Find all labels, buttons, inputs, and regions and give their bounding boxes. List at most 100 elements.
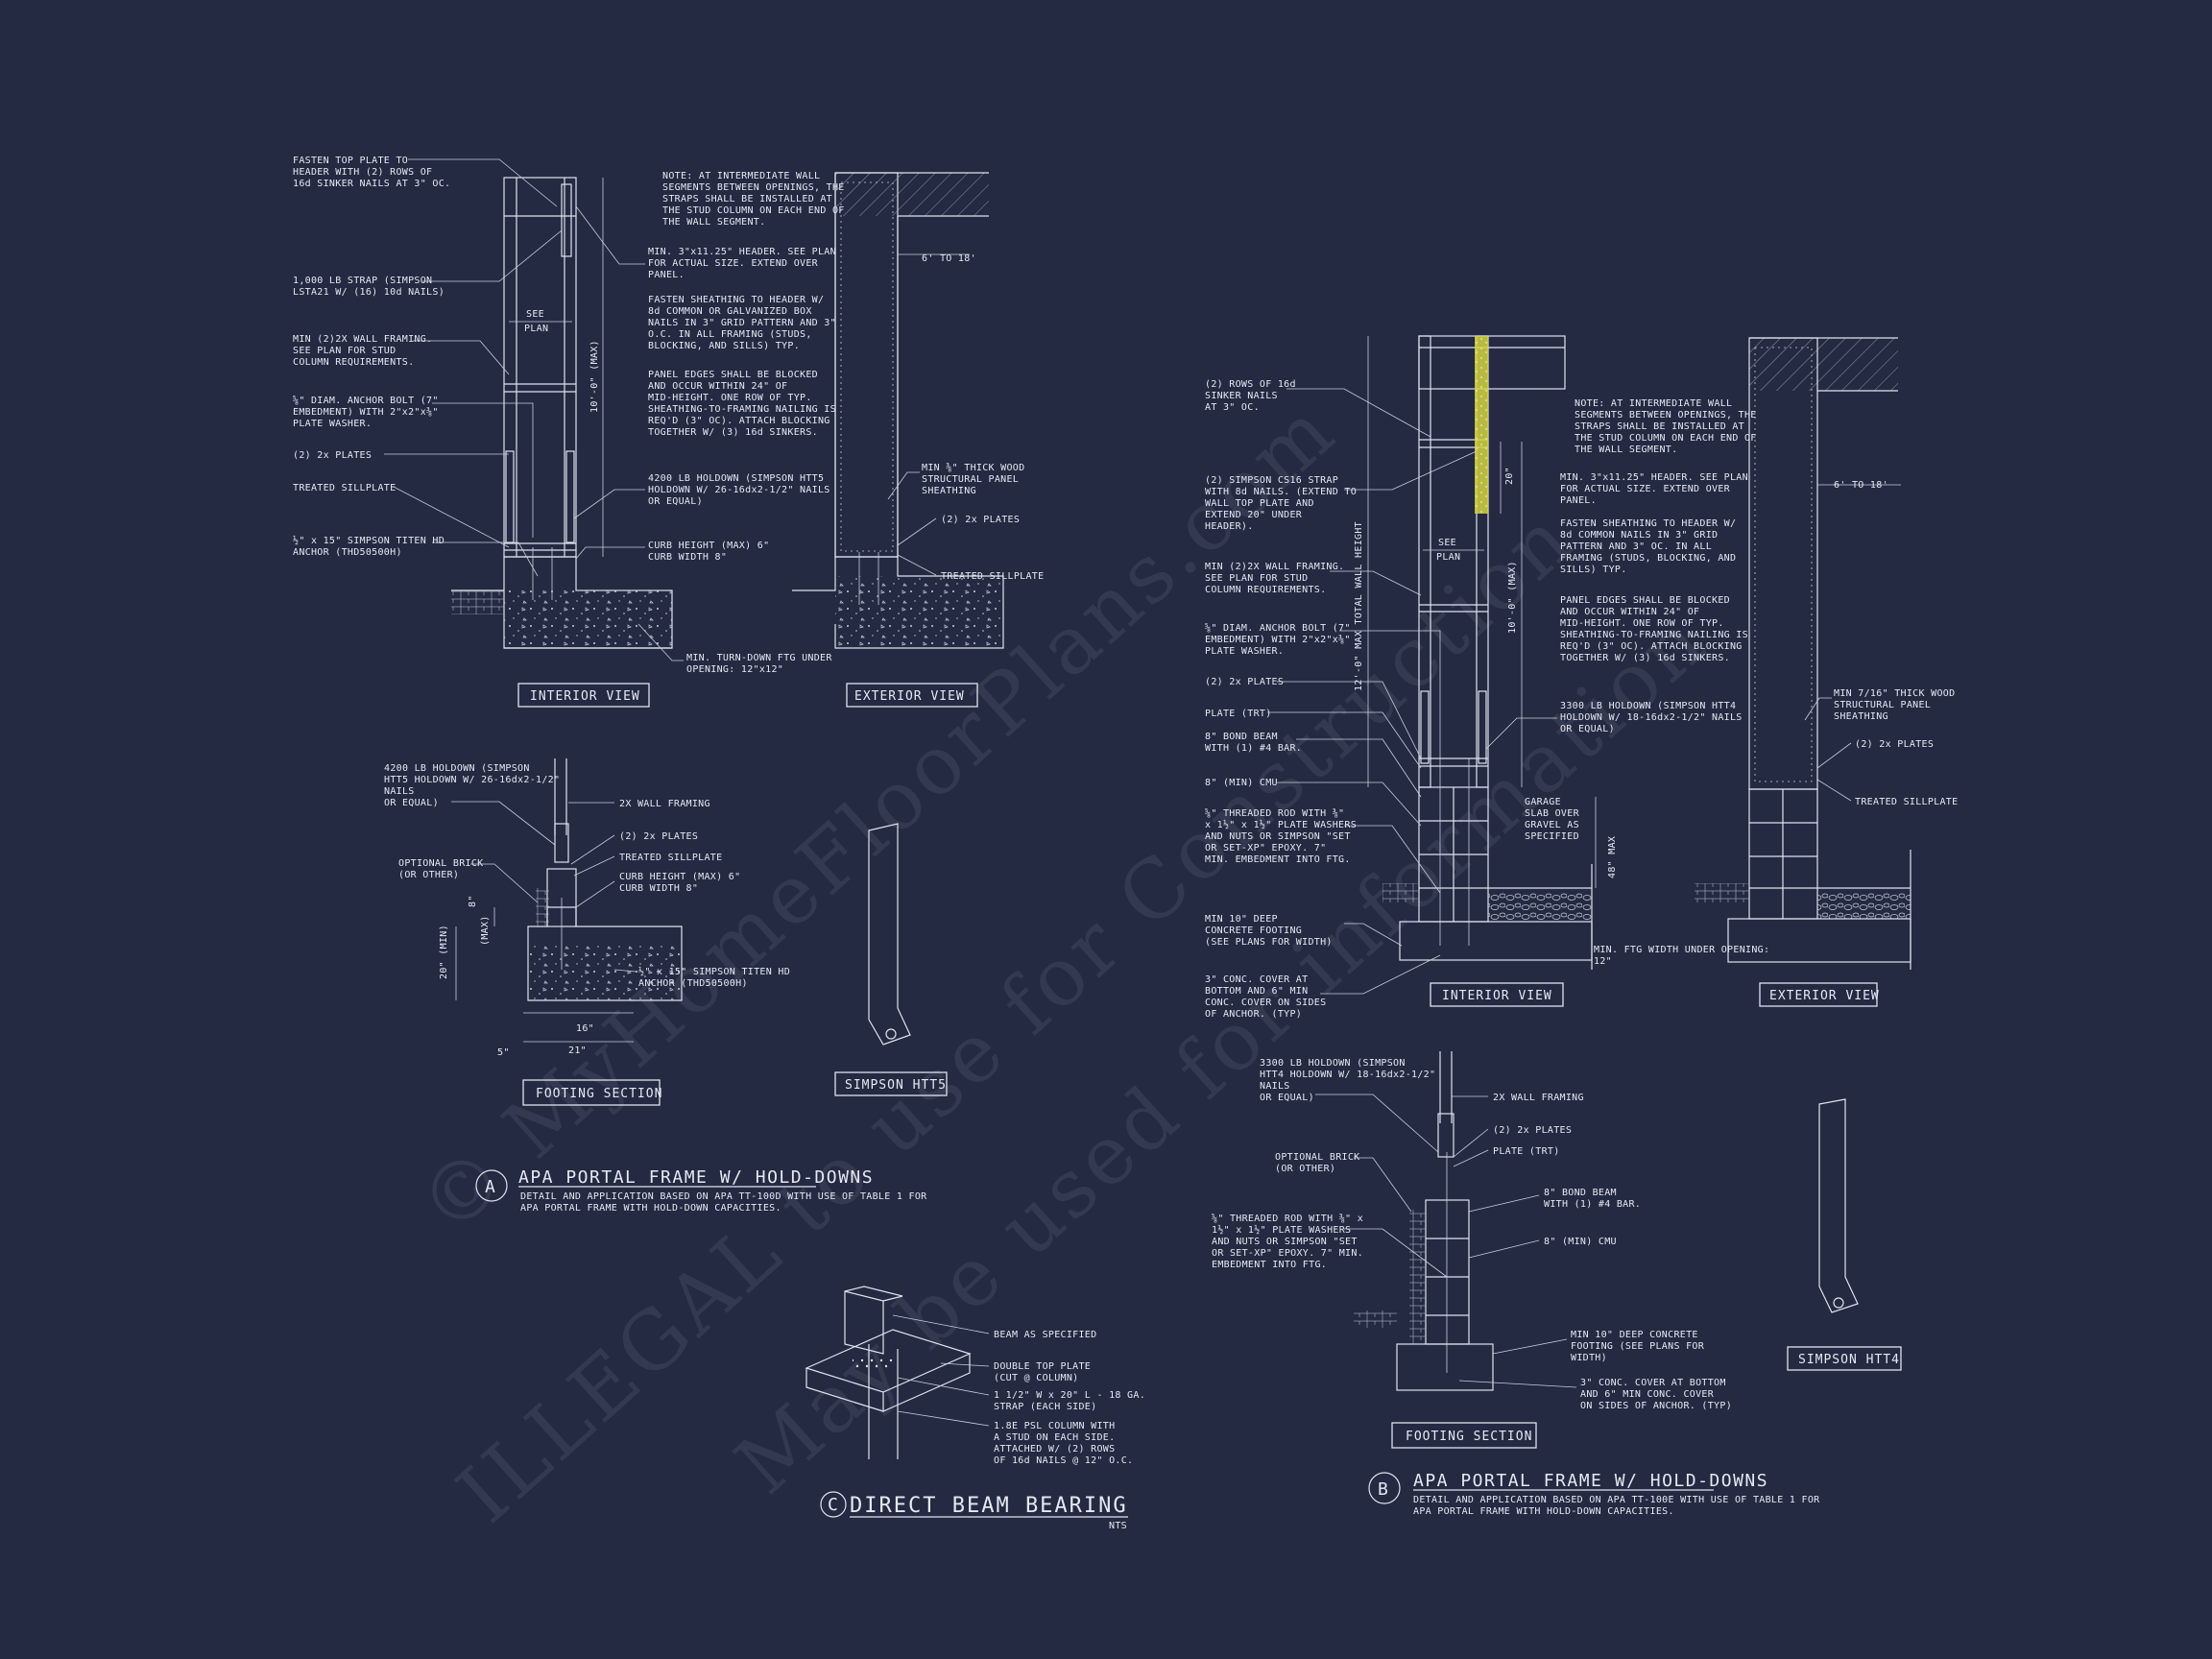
simpson-htt4-strap: SIMPSON HTT4 <box>1787 1098 1902 1371</box>
detail-b-title-text: APA PORTAL FRAME W/ HOLD-DOWNS <box>1413 1471 1768 1491</box>
detail-a-exterior-label: EXTERIOR VIEW <box>854 689 965 704</box>
note: 8" (MIN) CMU <box>1205 778 1278 788</box>
dim-6-to-18: 6' TO 18' <box>922 253 976 264</box>
dim-wall-height: 10'-0" (MAX) <box>1507 561 1518 634</box>
note: OPTIONAL BRICK(OR OTHER) <box>398 858 484 880</box>
note: FASTEN SHEATHING TO HEADER W/8d COMMON O… <box>648 295 836 351</box>
wall-frame <box>503 177 577 558</box>
note: (2) 2x PLATES <box>1855 739 1934 750</box>
dim: 20" (MIN) <box>439 925 449 979</box>
detail-a-marker: A <box>485 1177 496 1197</box>
note: (2) 2x PLATES <box>619 831 698 842</box>
view-label-box <box>846 683 978 708</box>
note: TREATED SILLPLATE <box>941 571 1044 582</box>
dim-total-height: 12'-0" MAX TOTAL WALL HEIGHT <box>1354 521 1364 691</box>
detail-c-title-text: DIRECT BEAM BEARING <box>850 1494 1128 1518</box>
detail-a-interior-label: INTERIOR VIEW <box>530 689 640 704</box>
note: DOUBLE TOP PLATE(CUT @ COLUMN) <box>994 1361 1091 1383</box>
detail-a-interior-view: 10'-0" (MAX) SEE PLAN INTERIOR VIEW <box>451 177 673 708</box>
detail-a-strap-label: SIMPSON HTT5 <box>845 1078 947 1093</box>
note: TREATED SILLPLATE <box>293 483 396 493</box>
dim: (MAX) <box>480 915 491 946</box>
note: MIN (2)2X WALL FRAMING.SEE PLAN FOR STUD… <box>293 334 432 368</box>
note: TREATED SILLPLATE <box>619 853 722 863</box>
dim-wall-height: 10'-0" (MAX) <box>589 340 600 413</box>
detail-marker-a <box>475 1169 508 1202</box>
note: (2) 2x PLATES <box>293 450 372 461</box>
note: BEAM AS SPECIFIED <box>994 1330 1096 1340</box>
dim-6-to-18: 6' TO 18' <box>1834 480 1888 491</box>
detail-b-interior-label: INTERIOR VIEW <box>1442 989 1552 1003</box>
dim-20: 20" <box>1504 467 1515 485</box>
note: OPTIONAL BRICK(OR OTHER) <box>1275 1152 1360 1174</box>
detail-a-title: A APA PORTAL FRAME W/ HOLD-DOWNS DETAIL … <box>475 1167 927 1214</box>
detail-a-desc: DETAIL AND APPLICATION BASED ON APA TT-1… <box>520 1191 927 1202</box>
note: MIN (2)2X WALL FRAMING.SEE PLAN FOR STUD… <box>1205 562 1344 595</box>
detail-c-marker: C <box>828 1495 839 1515</box>
note: 8" (MIN) CMU <box>1544 1237 1617 1247</box>
dim-48: 48" MAX <box>1607 836 1618 878</box>
note: ⅝" DIAM. ANCHOR BOLT (7"EMBEDMENT) WITH … <box>1205 622 1351 657</box>
detail-c-beam-bearing: BEAM AS SPECIFIED DOUBLE TOP PLATE(CUT @… <box>805 1286 1145 1531</box>
note: 2X WALL FRAMING <box>1493 1093 1584 1103</box>
note: ⅝" DIAM. ANCHOR BOLT (7"EMBEDMENT) WITH … <box>293 395 439 429</box>
note: (2) 2x PLATES <box>1205 677 1284 687</box>
detail-b-desc: APA PORTAL FRAME WITH HOLD-DOWN CAPACITI… <box>1413 1506 1674 1517</box>
note: MIN. FTG WIDTH UNDER OPENING:12" <box>1594 945 1769 967</box>
see-plan: SEE <box>1438 538 1456 548</box>
note: PLATE (TRT) <box>1205 709 1272 719</box>
detail-b-marker: B <box>1378 1479 1389 1500</box>
dim: 21" <box>568 1046 587 1056</box>
note: CURB HEIGHT (MAX) 6"CURB WIDTH 8" <box>648 541 769 563</box>
detail-a-title-text: APA PORTAL FRAME W/ HOLD-DOWNS <box>518 1167 874 1188</box>
see-plan: SEE <box>526 309 544 320</box>
view-label-box <box>522 1079 661 1106</box>
holdown <box>565 450 575 543</box>
detail-marker-c <box>820 1491 847 1518</box>
view-label-box <box>834 1071 948 1096</box>
holdown <box>505 450 515 543</box>
view-label-box <box>1787 1346 1902 1371</box>
dim: 8" <box>468 895 478 907</box>
detail-b-footing-label: FOOTING SECTION <box>1406 1430 1532 1444</box>
detail-b-exterior-view: 6' TO 18' EXTERIOR VIEW MIN 7/16" THICK … <box>1695 337 1958 1007</box>
detail-marker-b <box>1368 1472 1401 1504</box>
dim: 5" <box>497 1047 510 1058</box>
detail-a-footing-label: FOOTING SECTION <box>536 1087 662 1101</box>
see-plan: PLAN <box>1436 552 1460 563</box>
detail-a-exterior-view: 6' TO 18' EXTERIOR VIEW MIN ⅜" THICK WOO… <box>792 172 1044 708</box>
detail-b-exterior-label: EXTERIOR VIEW <box>1769 989 1880 1003</box>
note: CURB HEIGHT (MAX) 6"CURB WIDTH 8" <box>619 872 740 894</box>
simpson-htt5-strap: SIMPSON HTT5 <box>834 823 948 1096</box>
note: FASTEN SHEATHING TO HEADER W/8d COMMON N… <box>1560 518 1736 575</box>
detail-c-scale: NTS <box>1109 1521 1127 1531</box>
note: TREATED SILLPLATE <box>1855 797 1958 807</box>
detail-a-footing-section: 16" 21" 5" 20" (MIN) 8" (MAX) 4200 LB HO… <box>384 758 790 1106</box>
detail-b-interior-view: SEE PLAN 12'-0" MAX TOTAL WALL HEIGHT 10… <box>1354 335 1618 1007</box>
note: (2) 2x PLATES <box>941 515 1020 525</box>
